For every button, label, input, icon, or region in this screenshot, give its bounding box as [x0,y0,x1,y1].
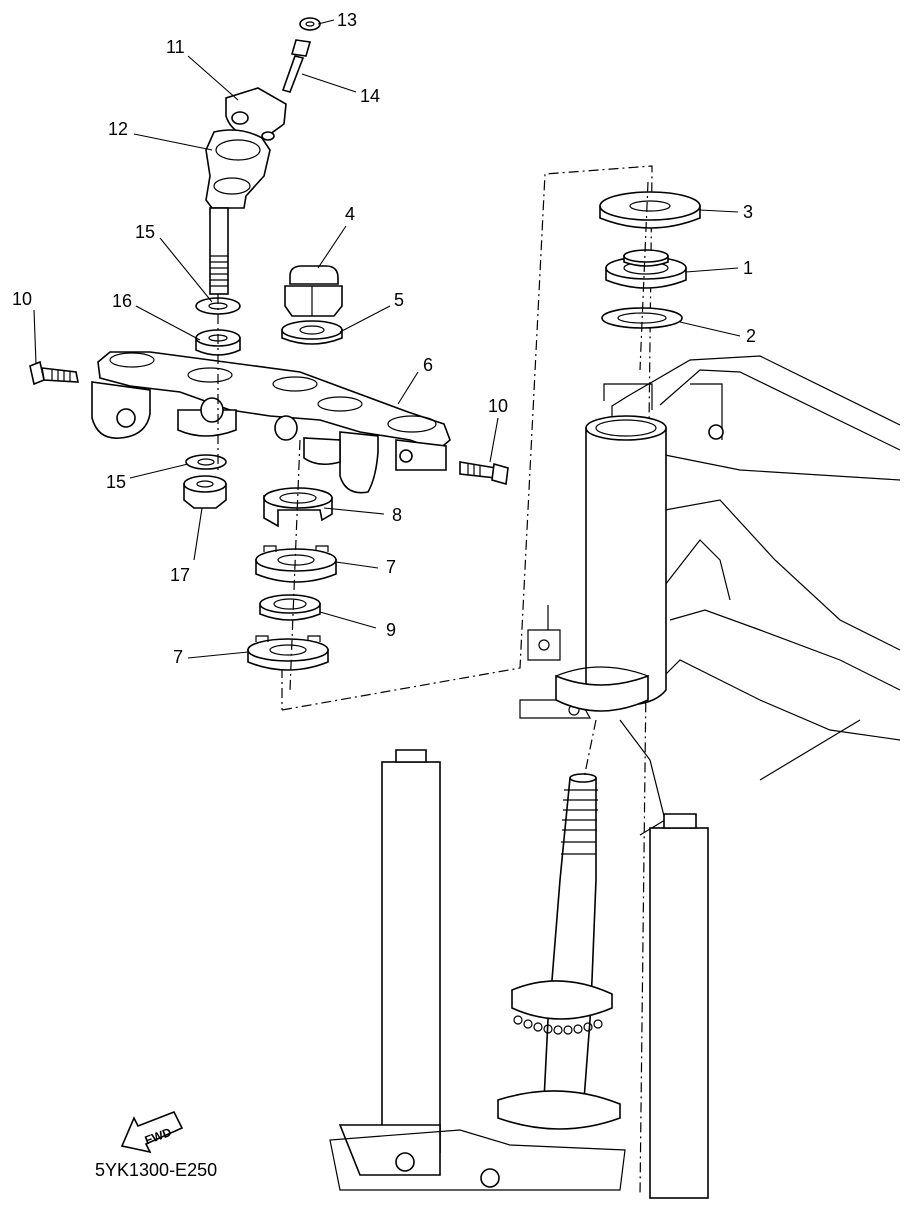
callout-16: 16 [112,291,133,311]
washer-15-lower [185,454,227,470]
callout-7-upper: 7 [386,557,397,577]
upper-bracket [91,351,451,494]
diagram-code: 5YK1300-E250 [95,1160,218,1180]
race-2 [601,307,683,329]
bearing-cover-3 [599,191,701,229]
right-fork-tube [649,813,709,1199]
callout-9: 9 [386,620,397,640]
leader-lines [33,19,741,659]
fwd-arrow-icon: FWD [120,1110,184,1154]
callout-15-upper: 15 [135,222,156,242]
callout-8: 8 [392,505,403,525]
frame [519,355,901,836]
center-lines [217,181,649,779]
callout-2: 2 [746,326,757,346]
callout-6: 6 [423,355,434,375]
callout-5: 5 [394,290,405,310]
washer-13 [299,17,321,31]
spacer-9 [259,594,321,621]
bearing-1 [605,249,687,289]
callout-1: 1 [743,258,754,278]
callout-10-left: 10 [12,289,33,309]
steering-stem [329,773,626,1191]
bolt-10-left [29,360,79,386]
left-fork-tube [338,749,441,1176]
holder-bolt [209,207,229,295]
nut-17 [183,475,227,509]
callout-7-lower: 7 [173,647,184,667]
lock-washer-8 [263,487,333,528]
handlebar-holder-lower [205,129,271,209]
ring-nut-7-upper [255,545,337,583]
callout-12: 12 [108,119,129,139]
callout-15-lower: 15 [106,472,127,492]
cap-nut-4 [284,265,343,317]
washer-5 [281,320,343,345]
callout-14: 14 [360,86,381,106]
bolt-10-right [459,461,509,486]
bolt-14 [281,39,312,93]
ring-nut-7-lower [247,635,329,671]
callout-11: 11 [166,37,185,57]
assembly-boundary-line [281,165,653,1196]
callout-10-right: 10 [488,396,509,416]
callout-13: 13 [337,10,358,30]
handlebar-holder-upper [225,87,287,141]
callout-3: 3 [743,202,754,222]
callout-4: 4 [345,204,356,224]
steering-head-pipe [555,415,667,712]
callout-17: 17 [170,565,191,585]
